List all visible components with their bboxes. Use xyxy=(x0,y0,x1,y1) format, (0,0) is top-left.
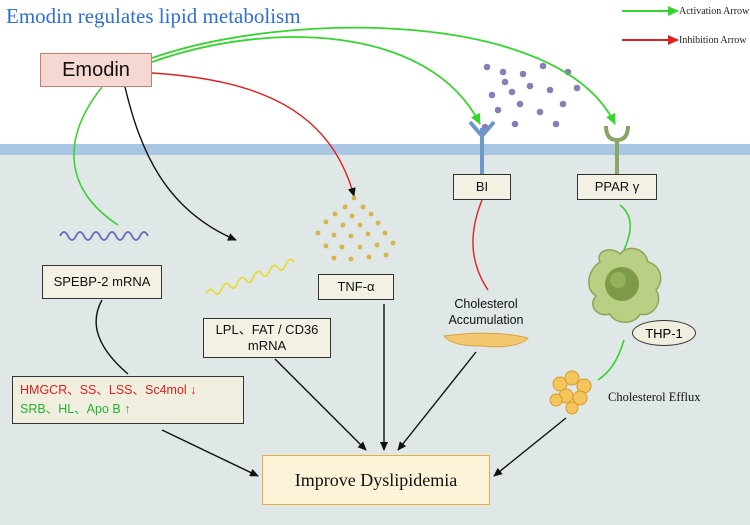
thp1-to-efflux-activation xyxy=(597,339,625,381)
efflux-to-improve-arrow xyxy=(493,417,567,477)
activation-legend-label: Activation Arrow xyxy=(679,6,750,17)
ligand-particles xyxy=(481,62,581,131)
cholesterol-efflux-label: Cholesterol Efflux xyxy=(608,390,701,404)
ppar-to-thp1-activation xyxy=(619,204,632,251)
cell-membrane xyxy=(0,144,750,155)
gene-regulation-box: HMGCR、SS、LSS、Sc4mol ↓ SRB、HL、Apo B ↑ xyxy=(12,376,244,424)
emodin-to-bi-arrow xyxy=(151,36,481,125)
thp1-cell-icon xyxy=(588,247,662,323)
tnf-particles xyxy=(315,195,396,262)
lpl-label-line1: LPL、FAT / CD36 xyxy=(215,322,319,337)
cholesterol-accumulation-line2: Accumulation xyxy=(448,313,524,327)
emodin-node: Emodin xyxy=(40,53,152,87)
lpl-fat-cd36-node: LPL、FAT / CD36 mRNA xyxy=(203,318,331,358)
emodin-to-lpl-arrow xyxy=(124,86,237,241)
emodin-to-tnf-inhibition xyxy=(151,72,356,197)
diagram-title: Emodin regulates lipid metabolism xyxy=(6,4,301,28)
thp1-label: THP-1 xyxy=(632,320,696,346)
spebp-mrna-squiggle xyxy=(59,231,149,241)
ppar-receptor-icon xyxy=(604,125,630,174)
accumulation-to-improve-arrow xyxy=(397,351,477,451)
tnf-alpha-node: TNF-α xyxy=(318,274,394,300)
emodin-to-spebp-activation xyxy=(73,86,119,226)
ppar-gamma-node: PPAR γ xyxy=(577,174,657,200)
downregulated-genes: HMGCR、SS、LSS、Sc4mol ↓ xyxy=(20,383,197,397)
spebp-mrna-node: SPEBP-2 mRNA xyxy=(42,265,162,299)
bi-to-cholesterol-accumulation xyxy=(472,199,489,291)
cholesterol-plaque-icon xyxy=(443,332,529,348)
lpl-label-line2: mRNA xyxy=(247,338,287,353)
cholesterol-accumulation-line1: Cholesterol xyxy=(454,297,518,311)
emodin-to-ppar-arrow xyxy=(151,26,616,125)
upregulated-genes: SRB、HL、Apo B ↑ xyxy=(20,402,131,416)
lipid-droplets-icon xyxy=(549,370,592,415)
bi-receptor-icon xyxy=(468,120,496,174)
spebp-to-genes-arrow xyxy=(95,299,129,375)
genes-to-improve-arrow xyxy=(161,429,259,477)
improve-dyslipidemia-node: Improve Dyslipidemia xyxy=(262,455,490,505)
cholesterol-accumulation-label: Cholesterol Accumulation xyxy=(436,296,536,328)
bi-node: BI xyxy=(453,174,511,200)
inhibition-legend-label: Inhibition Arrow xyxy=(679,35,747,46)
lpl-to-improve-arrow xyxy=(274,358,367,451)
lpl-mrna-squiggle xyxy=(205,258,295,296)
